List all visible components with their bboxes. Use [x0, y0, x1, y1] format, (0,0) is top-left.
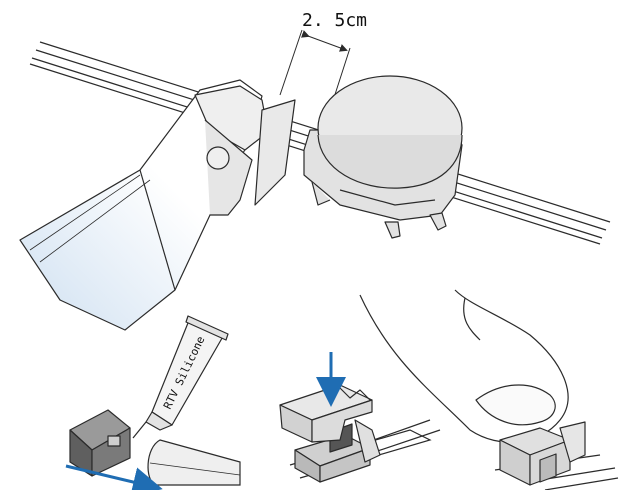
- clip-connector: [279, 384, 381, 483]
- fingernail: [475, 384, 556, 426]
- pivot-bolt: [206, 146, 230, 170]
- dimension-label: 2. 5cm: [302, 10, 367, 31]
- wire-cutter: [19, 79, 296, 331]
- direction-arrow-left: [65, 464, 163, 490]
- silicone-tube: [132, 315, 229, 439]
- square-connector: [499, 421, 586, 486]
- junction-block: [69, 409, 131, 477]
- cable-end-left: [147, 439, 241, 486]
- round-connector: [303, 75, 463, 239]
- finger: [359, 289, 569, 443]
